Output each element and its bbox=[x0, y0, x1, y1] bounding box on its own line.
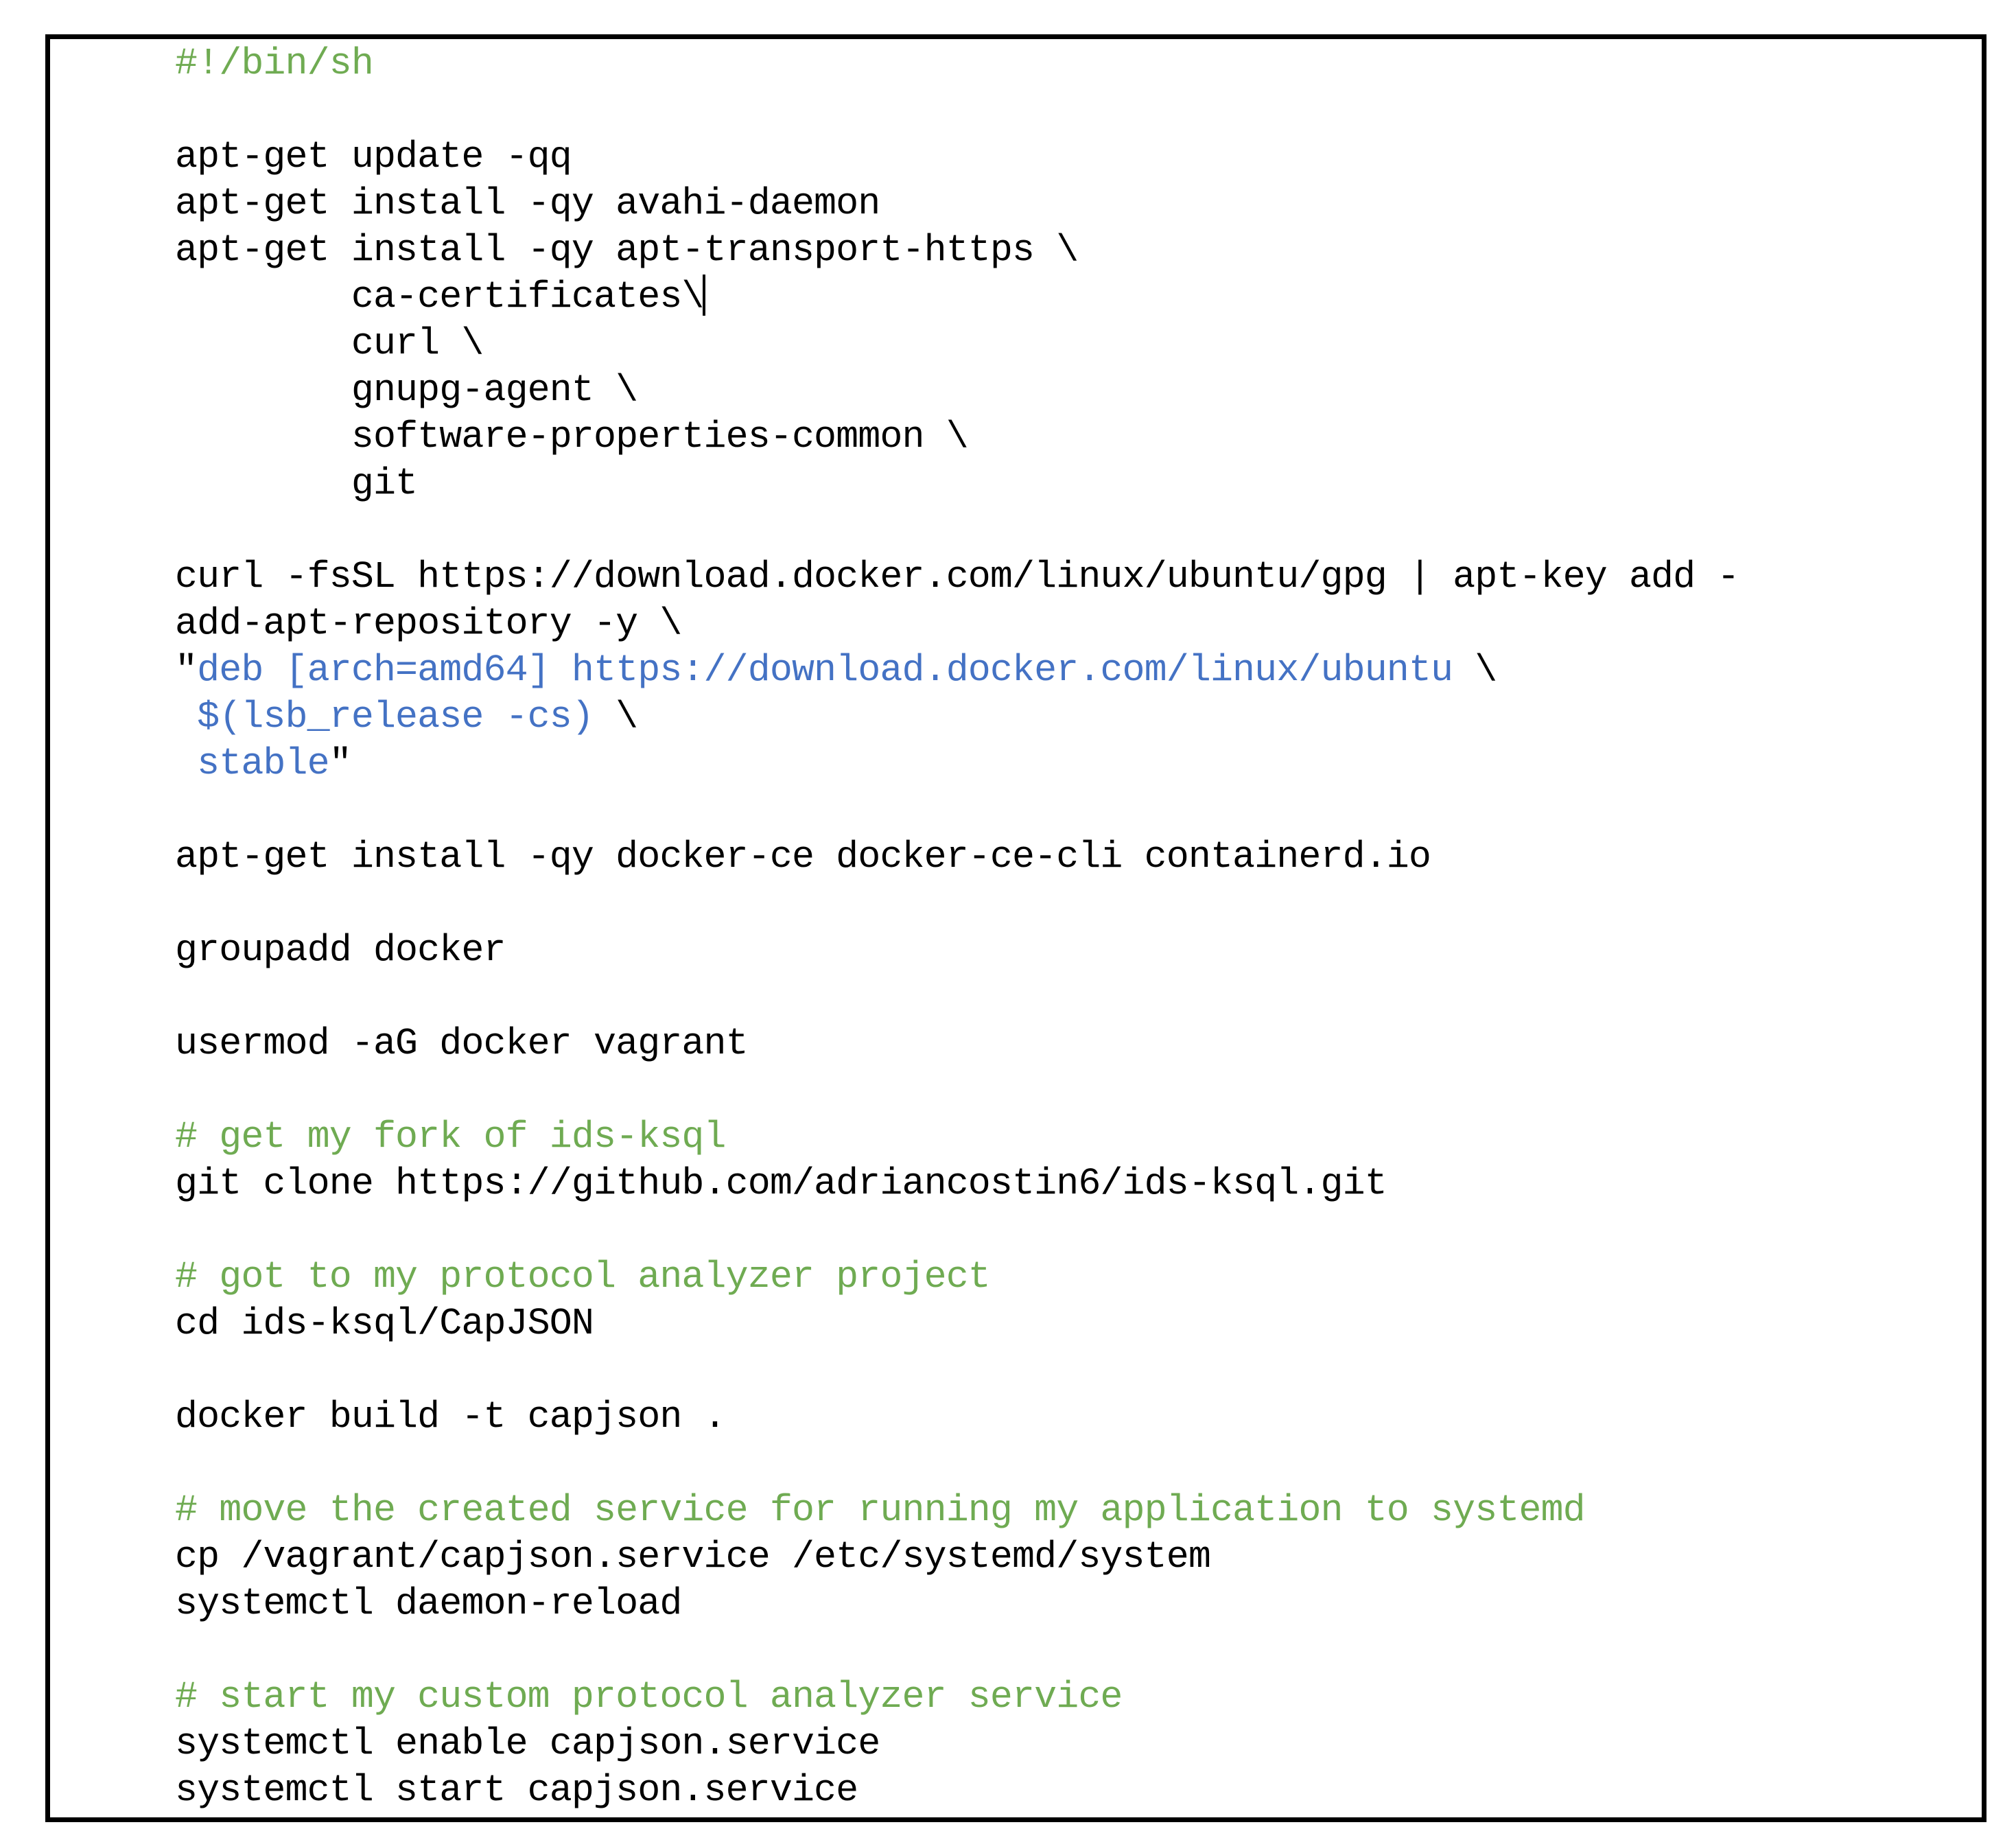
code-token-plain: apt-get install -qy apt-transport-https … bbox=[175, 229, 1079, 272]
code-line: docker build -t capjson . bbox=[175, 1394, 1739, 1441]
code-token-string: $(lsb_release -cs) bbox=[175, 695, 594, 738]
code-line: software-properties-common \ bbox=[175, 414, 1739, 461]
code-token-string: stable bbox=[175, 742, 330, 785]
code-line: ca-certificates\ bbox=[175, 274, 1739, 321]
code-token-plain: usermod -aG docker vagrant bbox=[175, 1022, 749, 1065]
code-token-plain: \ bbox=[1453, 649, 1497, 692]
code-line: # start my custom protocol analyzer serv… bbox=[175, 1674, 1739, 1721]
code-token-plain: cp /vagrant/capjson.service /etc/systemd… bbox=[175, 1535, 1211, 1579]
code-line bbox=[175, 507, 1739, 554]
code-token-plain: apt-get install -qy docker-ce docker-ce-… bbox=[175, 835, 1431, 878]
code-token-plain: " bbox=[175, 649, 198, 692]
code-token-plain: curl -fsSL https://download.docker.com/l… bbox=[175, 555, 1739, 598]
code-line bbox=[175, 1347, 1739, 1394]
code-line: groupadd docker bbox=[175, 927, 1739, 974]
text-cursor-caret bbox=[702, 275, 705, 316]
code-line bbox=[175, 1207, 1739, 1254]
code-token-plain: systemctl daemon-reload bbox=[175, 1582, 682, 1625]
code-line: apt-get update -qq bbox=[175, 134, 1739, 180]
code-line: systemctl daemon-reload bbox=[175, 1581, 1739, 1627]
code-line: cp /vagrant/capjson.service /etc/systemd… bbox=[175, 1534, 1739, 1581]
code-token-plain: cd ids-ksql/CapJSON bbox=[175, 1302, 594, 1345]
code-line: # got to my protocol analyzer project bbox=[175, 1254, 1739, 1301]
code-line: $(lsb_release -cs) \ bbox=[175, 694, 1739, 741]
code-line: # move the created service for running m… bbox=[175, 1487, 1739, 1534]
code-line bbox=[175, 787, 1739, 834]
code-line: apt-get install -qy avahi-daemon bbox=[175, 180, 1739, 227]
code-line bbox=[175, 881, 1739, 927]
code-token-plain: gnupg-agent \ bbox=[175, 369, 638, 412]
code-line: stable" bbox=[175, 741, 1739, 787]
code-token-plain: add-apt-repository -y \ bbox=[175, 602, 682, 645]
code-line: #!/bin/sh bbox=[175, 40, 1739, 87]
code-token-plain: git clone https://github.com/adriancosti… bbox=[175, 1162, 1387, 1205]
code-token-plain: apt-get update -qq bbox=[175, 135, 572, 178]
code-token-plain: git bbox=[175, 462, 418, 505]
code-line: gnupg-agent \ bbox=[175, 367, 1739, 414]
code-line bbox=[175, 87, 1739, 134]
code-line: systemctl start capjson.service bbox=[175, 1767, 1739, 1814]
code-token-plain: docker build -t capjson . bbox=[175, 1395, 727, 1439]
code-line: git bbox=[175, 461, 1739, 507]
code-line bbox=[175, 1627, 1739, 1674]
code-token-plain: curl \ bbox=[175, 322, 484, 365]
code-line bbox=[175, 1067, 1739, 1114]
code-line: add-apt-repository -y \ bbox=[175, 601, 1739, 647]
code-token-string: deb [arch=amd64] https://download.docker… bbox=[197, 649, 1453, 692]
code-token-comment: # start my custom protocol analyzer serv… bbox=[175, 1675, 1123, 1719]
code-line bbox=[175, 1441, 1739, 1487]
code-token-comment: # got to my protocol analyzer project bbox=[175, 1255, 991, 1299]
code-line: cd ids-ksql/CapJSON bbox=[175, 1301, 1739, 1347]
code-token-plain: systemctl start capjson.service bbox=[175, 1769, 858, 1812]
code-token-comment: #!/bin/sh bbox=[175, 42, 374, 85]
code-line: usermod -aG docker vagrant bbox=[175, 1021, 1739, 1067]
code-token-plain: " bbox=[329, 742, 352, 785]
code-token-comment: # move the created service for running m… bbox=[175, 1489, 1586, 1532]
code-token-plain: apt-get install -qy avahi-daemon bbox=[175, 182, 880, 225]
code-token-plain: systemctl enable capjson.service bbox=[175, 1722, 880, 1765]
code-token-plain: \ bbox=[594, 695, 638, 738]
code-line: # get my fork of ids-ksql bbox=[175, 1114, 1739, 1161]
code-token-comment: # get my fork of ids-ksql bbox=[175, 1115, 727, 1158]
code-line: git clone https://github.com/adriancosti… bbox=[175, 1161, 1739, 1207]
code-token-plain: ca-certificates\ bbox=[175, 275, 705, 318]
code-line: curl -fsSL https://download.docker.com/l… bbox=[175, 554, 1739, 601]
code-line: apt-get install -qy docker-ce docker-ce-… bbox=[175, 834, 1739, 881]
code-line: systemctl enable capjson.service bbox=[175, 1721, 1739, 1767]
code-line: curl \ bbox=[175, 321, 1739, 367]
code-token-plain: groupadd docker bbox=[175, 929, 506, 972]
code-line: apt-get install -qy apt-transport-https … bbox=[175, 227, 1739, 274]
code-line: "deb [arch=amd64] https://download.docke… bbox=[175, 647, 1739, 694]
code-token-plain: software-properties-common \ bbox=[175, 415, 969, 458]
code-line bbox=[175, 974, 1739, 1021]
